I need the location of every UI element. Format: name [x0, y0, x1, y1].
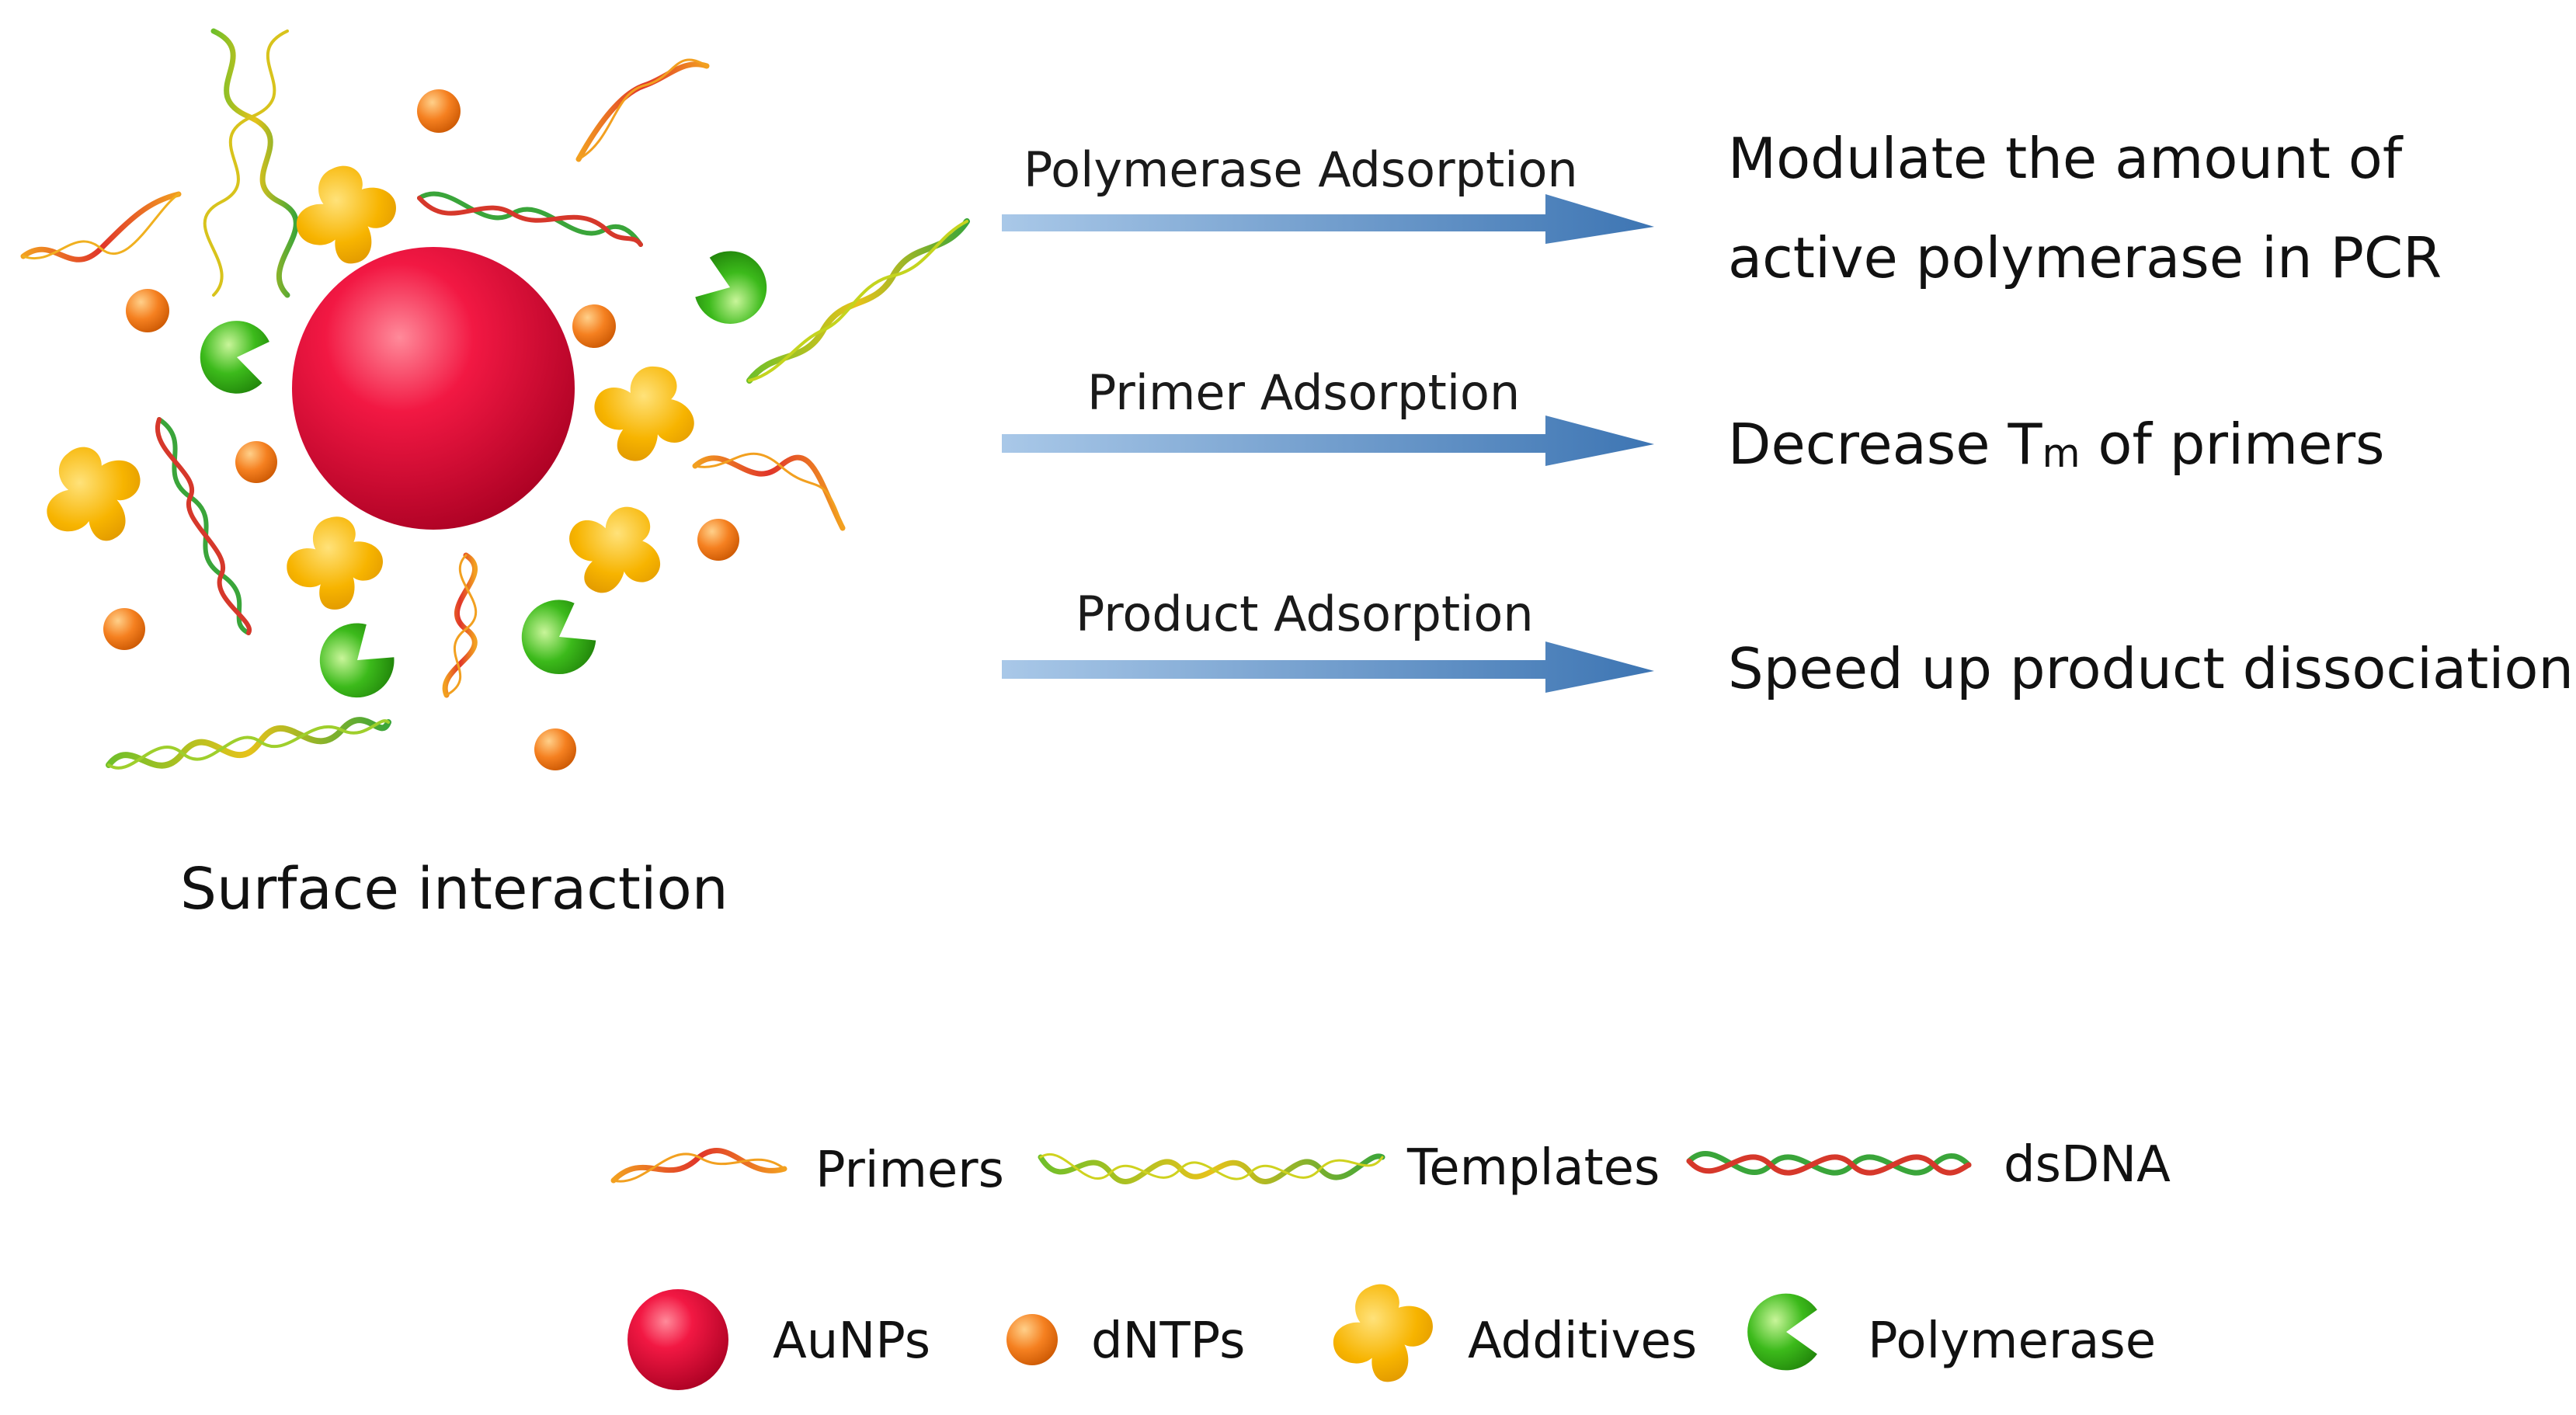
- arrow-label-polymerase-adsorption: Polymerase Adsorption: [1024, 141, 1578, 198]
- arrow-label-primer-adsorption: Primer Adsorption: [1087, 364, 1521, 421]
- legend-label-dntps: dNTPs: [1091, 1312, 1246, 1370]
- additive-molecule: [280, 509, 390, 617]
- polymerase-molecule: [194, 315, 273, 398]
- arrow-polymerase-adsorption: [1002, 194, 1654, 244]
- primer-strand: [442, 552, 478, 698]
- primer-strand: [20, 191, 182, 262]
- arrow-label-product-adsorption: Product Adsorption: [1076, 586, 1534, 642]
- legend-primers-icon: [610, 1148, 787, 1184]
- dntp-particle: [103, 608, 145, 650]
- legend-aunp-icon: [627, 1289, 728, 1390]
- additive-molecule: [577, 346, 713, 481]
- dsdna-helix: [417, 191, 643, 247]
- dntp-particle: [534, 728, 576, 770]
- dntp-particle: [417, 89, 461, 133]
- template-strand: [203, 28, 299, 298]
- polymerase-molecule: [304, 612, 405, 713]
- additive-molecule: [32, 434, 155, 555]
- additive-molecule: [550, 484, 682, 616]
- legend-label-additives: Additives: [1468, 1312, 1698, 1370]
- legend-dsdna-icon: [1686, 1150, 1972, 1176]
- dsdna-helix: [155, 417, 252, 635]
- legend-templates-icon: [1038, 1153, 1385, 1184]
- primer-strand: [692, 452, 846, 531]
- legend-polymerase-icon: [1747, 1293, 1817, 1371]
- effect-polymerase-line-2: active polymerase in PCR: [1728, 225, 2442, 290]
- legend-label-templates: Templates: [1407, 1139, 1660, 1197]
- polymerase-molecule: [690, 243, 777, 335]
- legend-dntp-icon: [1006, 1314, 1058, 1365]
- template-strand: [746, 218, 970, 384]
- effect-polymerase-line-1: Modulate the amount of: [1728, 126, 2403, 191]
- effect-primer-subscript: m: [2042, 430, 2081, 477]
- arrow-primer-adsorption: [1002, 415, 1654, 466]
- additive-molecule: [296, 165, 396, 264]
- caption-surface-interaction: Surface interaction: [180, 856, 728, 923]
- effect-primer-prefix: Decrease T: [1728, 412, 2042, 477]
- legend-label-aunps: AuNPs: [773, 1312, 931, 1370]
- legend-label-dsdna: dsDNA: [2004, 1136, 2171, 1194]
- aunp-particle: [292, 247, 575, 530]
- legend-additive-icon: [1333, 1284, 1433, 1382]
- legend-label-polymerase: Polymerase: [1868, 1312, 2157, 1370]
- template-strand: [106, 717, 391, 770]
- primer-strand: [575, 58, 710, 162]
- legend-label-primers: Primers: [815, 1142, 1004, 1199]
- arrow-product-adsorption: [1002, 641, 1654, 693]
- effect-product: Speed up product dissociation: [1728, 636, 2574, 701]
- dntp-particle: [697, 519, 739, 561]
- nanoparticle-cluster: [20, 28, 970, 770]
- dntp-particle: [572, 304, 616, 348]
- polymerase-molecule: [508, 589, 604, 688]
- effect-primer: Decrease Tm of primers: [1728, 416, 2385, 473]
- effect-primer-suffix: of primers: [2080, 412, 2385, 477]
- dntp-particle: [235, 441, 277, 483]
- dntp-particle: [126, 289, 169, 332]
